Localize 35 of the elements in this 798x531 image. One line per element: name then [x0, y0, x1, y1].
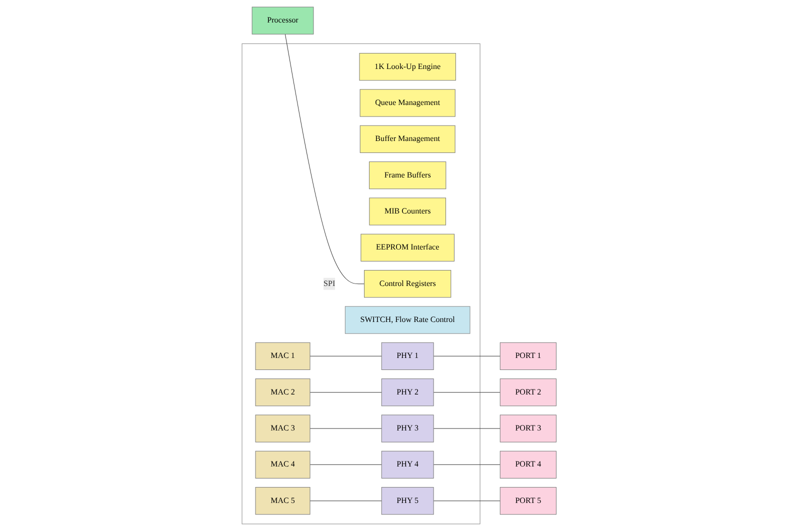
connector: [433, 464, 500, 465]
node-box: MAC 2: [255, 378, 310, 406]
connector: [310, 500, 382, 502]
node-box: PHY 1: [381, 342, 434, 370]
cluster: [242, 43, 480, 524]
node-box: PORT 2: [500, 378, 556, 406]
node-box: Buffer Management: [360, 125, 456, 153]
node-box: PORT 5: [500, 487, 556, 515]
node-box: 1K Look-Up Engine: [359, 53, 456, 81]
connector: [433, 428, 500, 429]
node-box: MAC 3: [255, 414, 310, 442]
node-box: PORT 4: [500, 450, 556, 478]
node-box: PHY 5: [381, 487, 434, 515]
node-box: SWITCH, Flow Rate Control: [344, 306, 470, 334]
edge-label: SPI: [323, 279, 336, 288]
node-box: Processor: [252, 6, 314, 34]
node-box: PORT 1: [500, 342, 556, 370]
node-box: PHY 2: [381, 378, 434, 406]
node-box: PHY 4: [381, 450, 434, 478]
node-box: Control Registers: [364, 270, 452, 298]
node-box: MAC 5: [255, 487, 310, 515]
connector: [310, 464, 382, 465]
connector: [310, 428, 382, 429]
connector: [284, 34, 364, 284]
node-box: Queue Management: [360, 89, 456, 117]
connector: [433, 500, 500, 502]
node-box: EEPROM Interface: [360, 234, 454, 262]
node-box: Frame Buffers: [368, 162, 446, 190]
node-box: PHY 3: [381, 414, 434, 442]
connector: [310, 392, 382, 393]
node-box: MAC 4: [255, 450, 310, 478]
connector: [433, 392, 500, 393]
node-box: MIB Counters: [369, 198, 446, 226]
node-box: PORT 3: [500, 414, 556, 442]
node-box: MAC 1: [255, 342, 310, 370]
